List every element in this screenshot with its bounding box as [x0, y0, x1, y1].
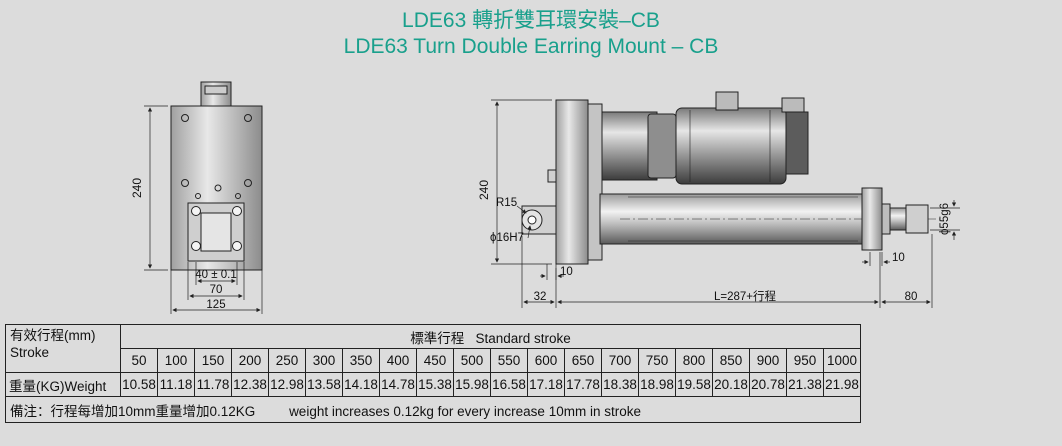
front-bolt-hole [235, 193, 241, 199]
length-dim: L=287+行程 [714, 290, 777, 303]
table-header-row: 有效行程(mm) Stroke 標準行程 Standard stroke [5, 324, 861, 373]
stroke-value: 850 [712, 348, 750, 373]
front-bolt-hole [244, 179, 252, 187]
front-bolt-hole [214, 184, 222, 192]
stroke-value: 100 [157, 348, 195, 373]
stroke-value: 200 [231, 348, 269, 373]
front-bolt-hole [244, 114, 252, 122]
front-earring-pin [191, 206, 201, 216]
radius-label: R15 [496, 197, 517, 209]
front-pitch-dim: 40 ± 0.1 [195, 269, 236, 281]
weight-value: 15.98 [453, 372, 491, 397]
stroke-value: 150 [194, 348, 232, 373]
weight-value: 10.58 [120, 372, 158, 397]
front-outer-width-dim: 125 [206, 299, 225, 311]
front-end-cap [861, 187, 883, 251]
weight-value: 14.18 [342, 372, 380, 397]
servo-motor [675, 107, 787, 185]
weight-value: 17.78 [564, 372, 602, 397]
stroke-value: 900 [749, 348, 787, 373]
front-earring-pin [232, 206, 242, 216]
note-cell: 備注：行程每增加10mm重量增加0.12KG weight increases … [5, 396, 861, 423]
stroke-value: 650 [564, 348, 602, 373]
rod-end-nut [905, 204, 929, 234]
stroke-header-cell: 有效行程(mm) Stroke [5, 324, 121, 373]
note-zh: 備注：行程每增加10mm重量增加0.12KG [10, 403, 256, 419]
weight-value: 16.58 [490, 372, 528, 397]
stroke-header-zh: 有效行程(mm) [10, 328, 96, 343]
standard-stroke-label: 標準行程 Standard stroke [120, 324, 861, 349]
stroke-value: 500 [453, 348, 491, 373]
front-dim: 80 [905, 291, 918, 303]
stroke-value: 50 [120, 348, 158, 373]
weight-value: 12.38 [231, 372, 269, 397]
bore-label: ϕ16H7 [490, 232, 524, 244]
title-english: LDE63 Turn Double Earring Mount – CB [343, 35, 719, 58]
front-earring-pin [191, 241, 201, 251]
front-bolt-hole [181, 179, 189, 187]
stroke-value: 800 [675, 348, 713, 373]
stroke-value: 450 [416, 348, 454, 373]
weight-value: 17.18 [527, 372, 565, 397]
front-bolt-hole [181, 114, 189, 122]
weight-value: 15.38 [416, 372, 454, 397]
front-height-dim: 240 [130, 178, 144, 198]
stroke-value: 700 [601, 348, 639, 373]
stroke-value: 750 [638, 348, 676, 373]
stroke-value: 550 [490, 348, 528, 373]
weight-value: 18.98 [638, 372, 676, 397]
technical-drawing: 240 40 ± 0.1 70 125 [130, 81, 960, 314]
left-offset-dim: 10 [560, 266, 573, 278]
stroke-value: 350 [342, 348, 380, 373]
weight-value: 14.78 [379, 372, 417, 397]
motor-power-connector [715, 91, 739, 111]
stroke-value: 250 [268, 348, 306, 373]
motor-encoder-cap [785, 111, 809, 175]
piston-rod [889, 207, 907, 231]
weight-value: 19.58 [675, 372, 713, 397]
front-earring-pin [232, 241, 242, 251]
weight-label: 重量(KG)Weight [5, 372, 121, 397]
weight-value: 21.98 [823, 372, 861, 397]
weight-value: 11.78 [194, 372, 232, 397]
side-view [491, 91, 960, 308]
weight-value: 11.18 [157, 372, 195, 397]
stroke-value: 1000 [823, 348, 861, 373]
rod-diameter-label: ϕ55g6 [939, 203, 951, 235]
weight-value: 18.38 [601, 372, 639, 397]
stroke-header-en: Stroke [10, 345, 50, 360]
note-en: weight increases 0.12kg for every increa… [289, 403, 641, 419]
motor-signal-connector [781, 97, 805, 113]
weight-value: 21.38 [786, 372, 824, 397]
front-inner-width-dim: 70 [210, 284, 223, 296]
rear-dim: 32 [534, 291, 547, 303]
note-row: 備注：行程每增加10mm重量增加0.12KG weight increases … [5, 396, 861, 423]
stroke-value: 300 [305, 348, 343, 373]
weight-value: 12.98 [268, 372, 306, 397]
weight-value: 13.58 [305, 372, 343, 397]
side-height-dim: 240 [477, 180, 491, 200]
stroke-value: 400 [379, 348, 417, 373]
front-bolt-hole [195, 193, 201, 199]
side-housing [555, 99, 589, 265]
stroke-value: 950 [786, 348, 824, 373]
title-chinese: LDE63 轉折雙耳環安裝–CB [402, 9, 660, 32]
stroke-value: 600 [527, 348, 565, 373]
front-view [144, 81, 263, 314]
right-offset-dim: 10 [892, 252, 905, 264]
weight-value: 20.78 [749, 372, 787, 397]
weight-value: 20.18 [712, 372, 750, 397]
